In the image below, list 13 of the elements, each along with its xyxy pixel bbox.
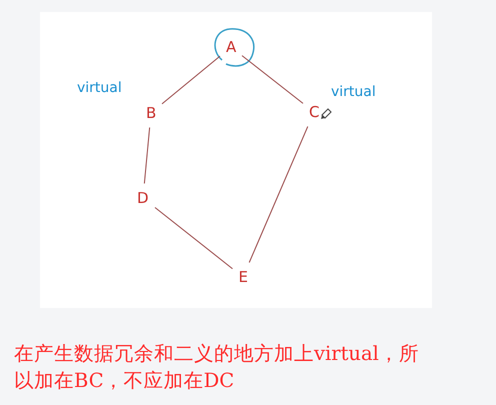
node-label: E	[236, 266, 251, 287]
caption-text: 在产生数据冗余和二义的地方加上virtual，所以加在BC，不应加在DC	[14, 341, 420, 394]
connector-line	[248, 126, 308, 263]
node-label: B	[143, 102, 160, 123]
node-label: A	[223, 36, 240, 57]
connector-line	[154, 206, 233, 270]
annotation-text: virtual	[77, 80, 122, 96]
connector-line	[162, 56, 220, 104]
connector-line	[144, 127, 150, 184]
node-label: C	[306, 102, 322, 122]
connector-line	[242, 55, 304, 104]
annotation-text: virtual	[331, 84, 376, 100]
node-label: D	[134, 188, 152, 208]
